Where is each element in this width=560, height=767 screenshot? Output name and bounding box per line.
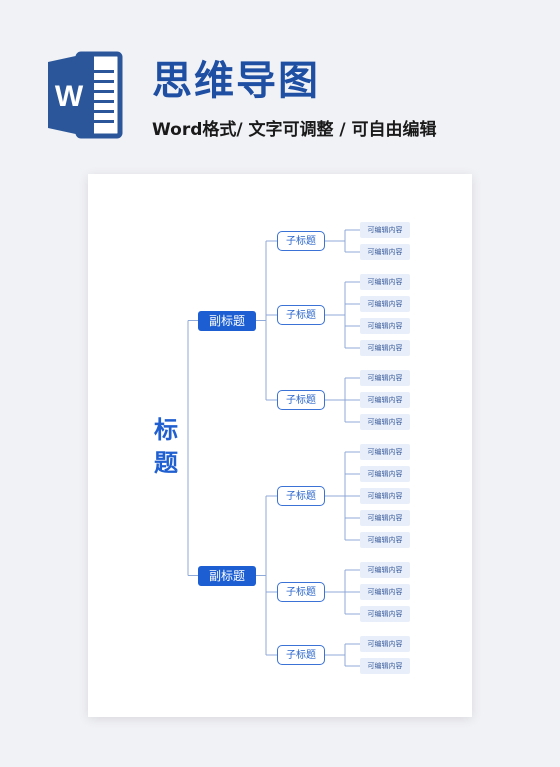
word-logo-icon: W bbox=[48, 51, 123, 139]
child-node[interactable]: 子标题 bbox=[277, 582, 325, 602]
leaf-node[interactable]: 可编辑内容 bbox=[360, 318, 410, 334]
leaf-node[interactable]: 可编辑内容 bbox=[360, 636, 410, 652]
leaf-node[interactable]: 可编辑内容 bbox=[360, 370, 410, 386]
leaf-node[interactable]: 可编辑内容 bbox=[360, 532, 410, 548]
leaf-node[interactable]: 可编辑内容 bbox=[360, 466, 410, 482]
leaf-node[interactable]: 可编辑内容 bbox=[360, 296, 410, 312]
leaf-node[interactable]: 可编辑内容 bbox=[360, 562, 410, 578]
child-node[interactable]: 子标题 bbox=[277, 390, 325, 410]
mindmap-sheet: 标题 可编辑内容可编辑内容子标题可编辑内容可编辑内容可编辑内容可编辑内容子标题可… bbox=[88, 174, 472, 717]
page-title: 思维导图 bbox=[152, 58, 320, 104]
leaf-node[interactable]: 可编辑内容 bbox=[360, 274, 410, 290]
word-logo-letter: W bbox=[55, 80, 84, 113]
leaf-node[interactable]: 可编辑内容 bbox=[360, 658, 410, 674]
leaf-node[interactable]: 可编辑内容 bbox=[360, 510, 410, 526]
child-node[interactable]: 子标题 bbox=[277, 645, 325, 665]
child-node[interactable]: 子标题 bbox=[277, 486, 325, 506]
header: W 思维导图 Word格式/ 文字可调整 / 可自由编辑 bbox=[0, 0, 560, 160]
leaf-node[interactable]: 可编辑内容 bbox=[360, 606, 410, 622]
mindmap-root-title: 标题 bbox=[154, 416, 178, 477]
leaf-node[interactable]: 可编辑内容 bbox=[360, 584, 410, 600]
branch-node[interactable]: 副标题 bbox=[198, 565, 256, 586]
child-node[interactable]: 子标题 bbox=[277, 305, 325, 325]
leaf-node[interactable]: 可编辑内容 bbox=[360, 340, 410, 356]
leaf-node[interactable]: 可编辑内容 bbox=[360, 414, 410, 430]
page-subtitle: Word格式/ 文字可调整 / 可自由编辑 bbox=[152, 120, 437, 140]
leaf-node[interactable]: 可编辑内容 bbox=[360, 222, 410, 238]
leaf-node[interactable]: 可编辑内容 bbox=[360, 392, 410, 408]
leaf-node[interactable]: 可编辑内容 bbox=[360, 444, 410, 460]
connector-lines bbox=[187, 229, 360, 667]
child-node[interactable]: 子标题 bbox=[277, 231, 325, 251]
leaf-node[interactable]: 可编辑内容 bbox=[360, 488, 410, 504]
leaf-node[interactable]: 可编辑内容 bbox=[360, 244, 410, 260]
branch-node[interactable]: 副标题 bbox=[198, 310, 256, 331]
